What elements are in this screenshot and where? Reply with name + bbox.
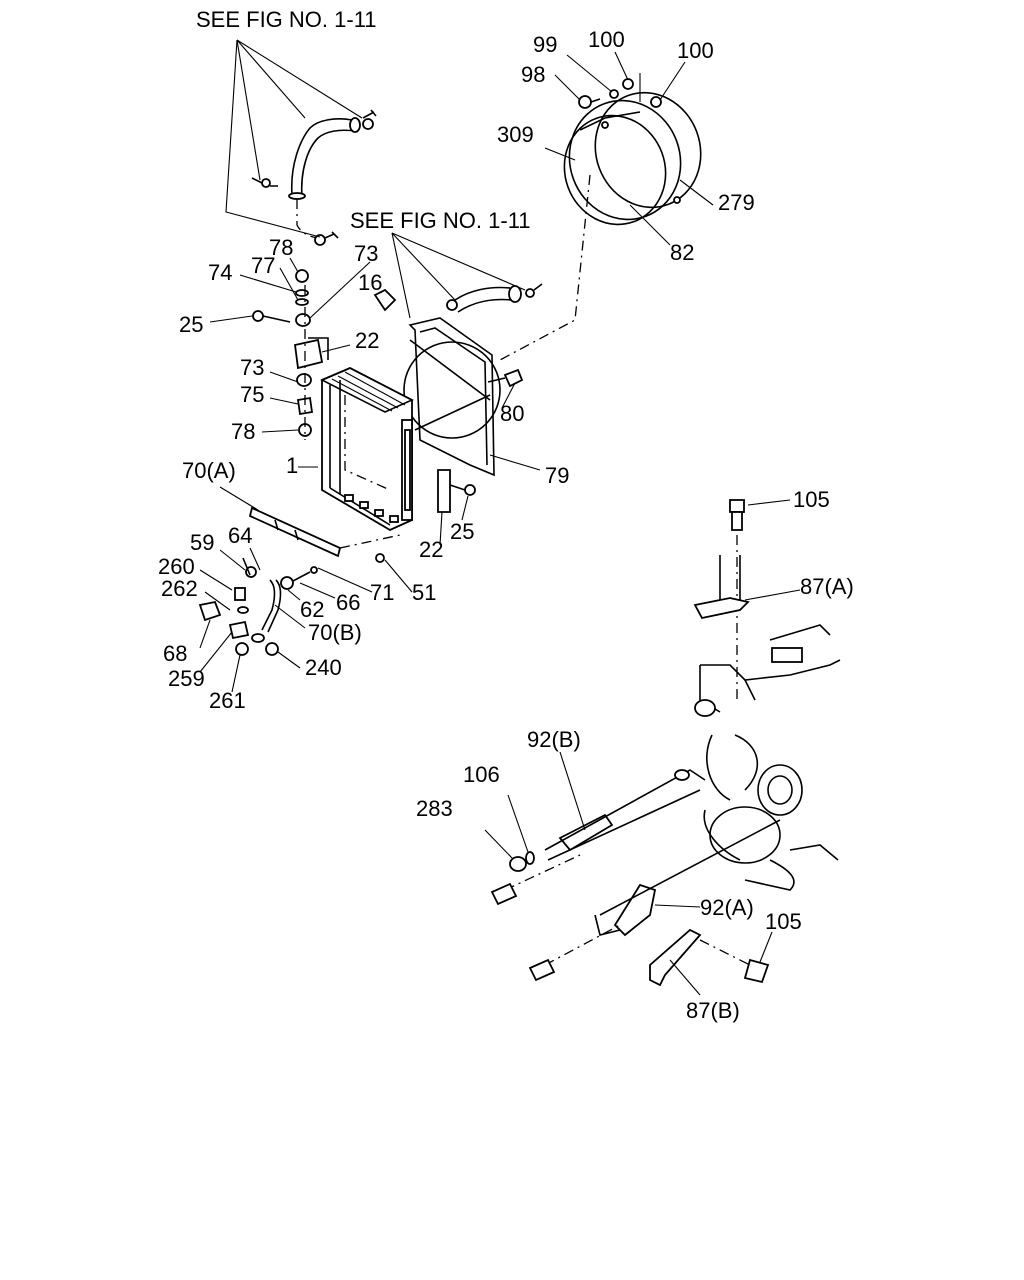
see-fig-top-leaders [225,39,363,238]
left-leaders [199,257,541,693]
upper-mount [252,269,397,440]
label-59: 59 [190,530,214,555]
label-71: 71 [370,580,394,605]
stay-rod-70b [198,553,385,656]
bracket-92a [528,819,781,982]
label-106: 106 [463,762,500,787]
lower-right-bracket [437,469,476,513]
label-25-left: 25 [179,312,203,337]
label-99: 99 [533,32,557,57]
label-16: 16 [358,270,382,295]
label-92b: 92(B) [527,727,581,752]
support-bar-70a [248,506,401,558]
fan-ring [563,73,702,226]
label-262: 262 [161,576,198,601]
label-78-mid: 78 [231,419,255,444]
engine-outline [694,624,841,891]
label-98: 98 [521,62,545,87]
fan-shroud [403,317,524,477]
label-75: 75 [240,382,264,407]
label-80: 80 [500,401,524,426]
ring-to-shroud-line [499,174,591,361]
bracket-87b [649,928,773,996]
label-87a: 87(A) [800,574,854,599]
upper-hose [251,109,377,246]
radiator-core [320,367,414,532]
label-87b: 87(B) [686,998,740,1023]
label-100-right: 100 [677,38,714,63]
label-22-top: 22 [355,328,379,353]
label-70b: 70(B) [308,620,362,645]
label-240: 240 [305,655,342,680]
label-51: 51 [412,580,436,605]
label-64: 64 [228,523,252,548]
bracket-87a [693,555,801,620]
label-105-top: 105 [793,487,830,512]
label-68: 68 [163,641,187,666]
label-79: 79 [545,463,569,488]
radiator-fins-bottom [344,494,399,523]
label-260: 260 [158,554,195,579]
label-105-bottom: 105 [765,909,802,934]
label-73-mid: 73 [240,355,264,380]
label-78-top: 78 [269,235,293,260]
bracket-92b [504,751,706,891]
label-283: 283 [416,796,453,821]
label-66: 66 [336,590,360,615]
label-100-left: 100 [588,27,625,52]
label-82: 82 [670,240,694,265]
label-22-bottom: 22 [419,537,443,562]
see-fig-mid-label: SEE FIG NO. 1-11 [350,208,531,233]
see-fig-mid-leaders [391,232,526,319]
label-259: 259 [168,666,205,691]
label-309: 309 [497,122,534,147]
fan-ring-leaders [544,51,714,246]
lower-hose [446,283,543,313]
label-77: 77 [251,253,275,278]
nut-283-washer-106 [484,794,535,906]
label-62: 62 [300,597,324,622]
label-279: 279 [718,190,755,215]
label-74: 74 [208,260,232,285]
label-73-top: 73 [354,241,378,266]
see-fig-top-label: SEE FIG NO. 1-11 [196,7,377,32]
label-92a: 92(A) [700,895,754,920]
part-labels: 99 100 100 98 309 279 82 78 73 74 77 16 … [158,27,854,1023]
label-70a: 70(A) [182,458,236,483]
label-25-right: 25 [450,519,474,544]
label-1: 1 [286,453,298,478]
label-261: 261 [209,688,246,713]
